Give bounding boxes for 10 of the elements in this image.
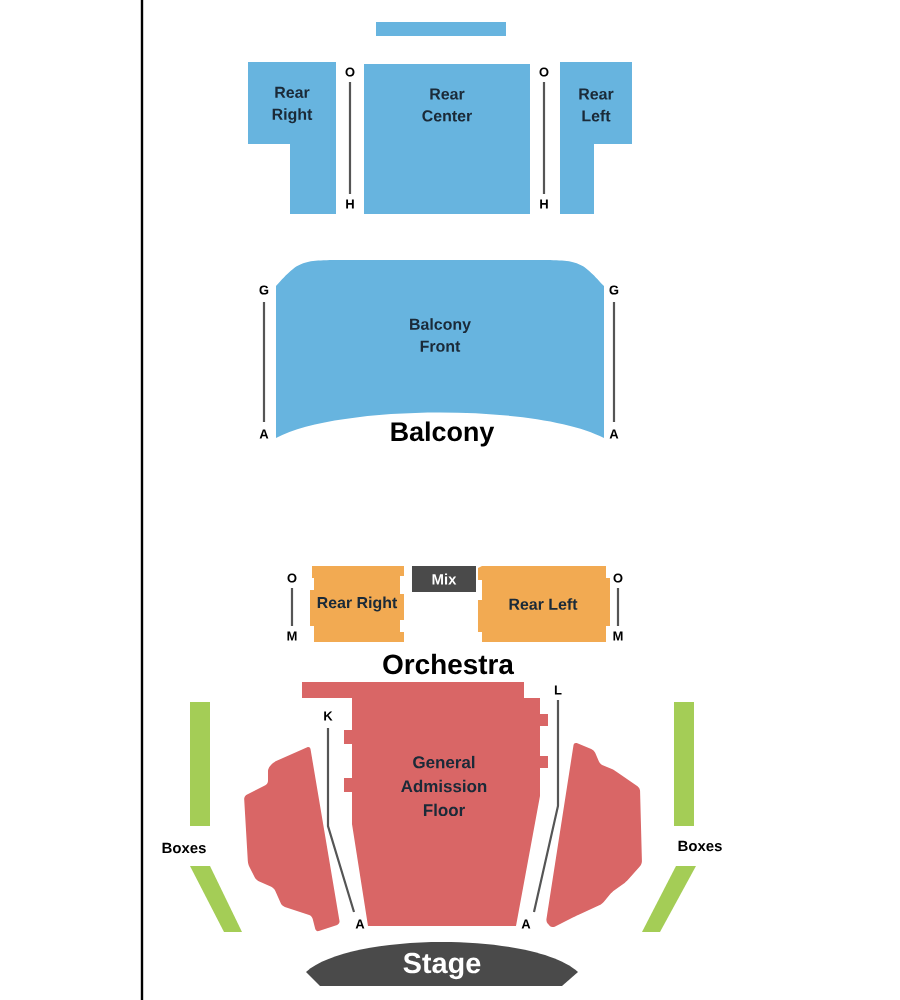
node-label: General Admission Floor [401,755,487,817]
level-label: Orchestra [383,653,515,675]
box-section [674,702,694,826]
stage: Stage [306,942,578,986]
seating-section [376,22,506,36]
box-section [190,702,210,826]
seating-section [546,742,642,928]
box-section [190,866,242,932]
box-section [642,866,696,932]
seating-section [244,747,340,932]
